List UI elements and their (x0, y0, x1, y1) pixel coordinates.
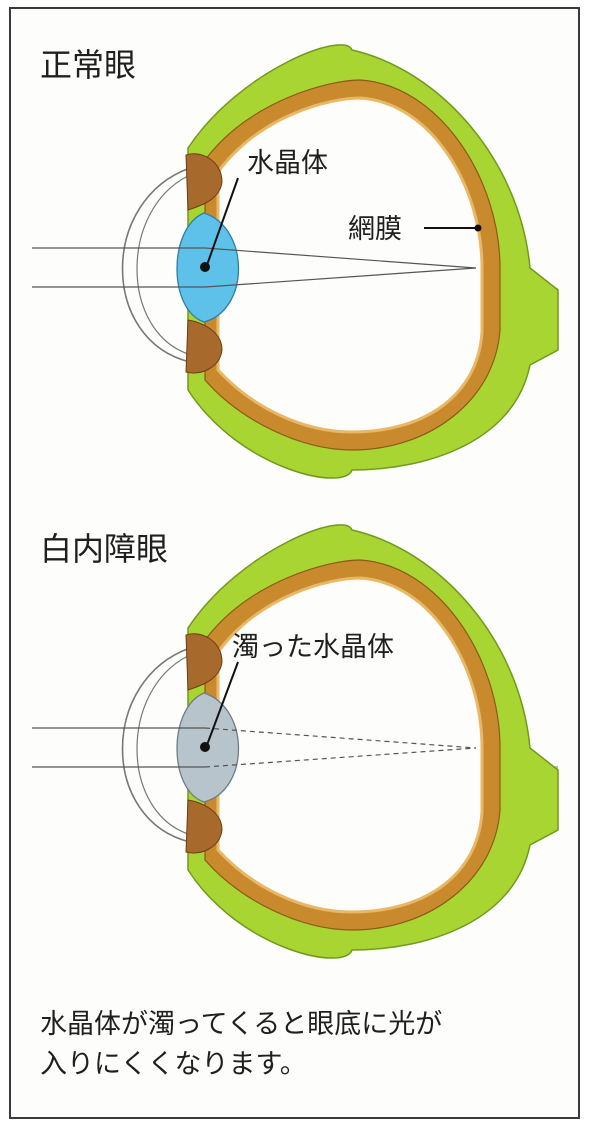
cataract-eye: 白内障眼 濁った水晶体 (32, 524, 559, 959)
vitreous-2 (216, 576, 484, 914)
iris-lower-2 (185, 799, 223, 854)
iris-upper (185, 153, 223, 211)
caption-line-1: 水晶体が濁ってくると眼底に光が (40, 1009, 443, 1040)
lens-label: 水晶体 (247, 148, 328, 179)
light-ray-upper-dashed (204, 727, 477, 749)
normal-eye-title: 正常眼 (40, 46, 136, 84)
light-ray-lower (32, 267, 477, 288)
cornea (121, 167, 191, 363)
cloudy-lens-label: 濁った水晶体 (232, 632, 394, 663)
cataract-eye-title: 白内障眼 (40, 530, 168, 568)
iris-lower (185, 319, 223, 374)
retina-label: 網膜 (348, 214, 402, 245)
light-ray-upper (32, 247, 477, 269)
light-ray-lower-dashed (204, 747, 477, 768)
cornea-2 (121, 647, 191, 843)
cornea-inner-2 (136, 655, 189, 835)
iris-upper-2 (185, 633, 223, 691)
vitreous (216, 96, 484, 434)
lens-leader (206, 177, 239, 266)
caption: 水晶体が濁ってくると眼底に光が 入りにくくなります。 (40, 1005, 560, 1085)
cornea-inner (136, 175, 189, 355)
retina-dot (474, 224, 482, 232)
normal-eye: 正常眼 水晶体 網膜 (32, 44, 559, 479)
caption-line-2: 入りにくくなります。 (40, 1049, 307, 1080)
cloudy-lens-leader (206, 661, 239, 746)
